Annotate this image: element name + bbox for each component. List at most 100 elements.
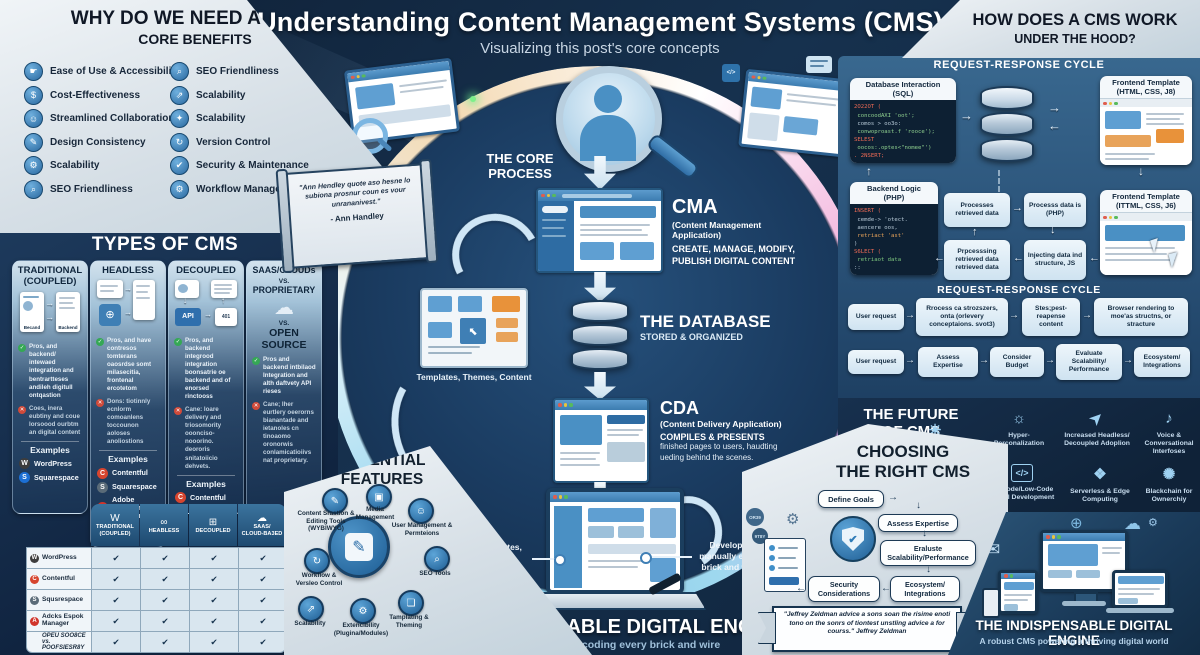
code-line: retriaot data (854, 257, 902, 264)
code-line: oocos:.optes<"nomee"') (854, 144, 932, 151)
row-label: OPEU SOO8CE vs. POOFSIESR8Y (42, 632, 86, 652)
database-label: THE DATABASE STORED & ORGANIZED (640, 312, 820, 342)
row-logo: W (30, 553, 39, 563)
extensibility-label: Extencibility (Plugina/Modules) (333, 622, 389, 637)
gear-icon: ⚙ (786, 511, 800, 528)
flow-box-injecting: Injecting data ind structure, JS (1024, 240, 1086, 280)
decor-laptop-right (738, 68, 850, 158)
user-magnifier-icon (556, 66, 662, 172)
flow-box-processes: Processes retrieved data (944, 193, 1010, 227)
decor-circle: OR39 (746, 508, 764, 526)
benefit-item: ⌕ SEO Friendliness (170, 60, 309, 83)
cycle2-r2-ecosystem: Ecosystem/ Integrations (1134, 347, 1190, 377)
row-logo (30, 638, 39, 647)
row-label: Adcks Espok Manager (42, 613, 84, 627)
example-logo: C (97, 467, 108, 479)
benefit-item: ↻ Version Control (170, 131, 309, 154)
engine-right-subtitle: A robust CMS powering a thriving digital… (979, 636, 1169, 646)
step-security: Security Considerations (808, 576, 880, 602)
step-assess-expertise: Assess Expertise (878, 514, 958, 532)
network-icon: ❖ (1093, 466, 1107, 483)
benefit-label: Workflow Management (196, 183, 305, 195)
benefit-icon: $ (24, 85, 43, 105)
laptop-left-connector (532, 558, 558, 560)
table-header-saas: ☁ SAAS/CLOUD-BA3ED (238, 504, 286, 546)
user-management-label: User Management & Permteions (391, 522, 453, 537)
benefit-icon: ✎ (24, 132, 43, 152)
benefit-icon: ⌕ (24, 179, 43, 199)
document-icon (764, 538, 806, 592)
benefit-label: Design Consistency (50, 136, 146, 148)
benefit-item: ⚙ Workflow Management (170, 178, 309, 201)
link-icon: ∞ (160, 516, 168, 528)
laptop-right-label: Developer manually every brick and wire (699, 540, 761, 573)
benefit-icon: ✦ (170, 109, 189, 128)
example-row: S Squarespace (13, 471, 87, 485)
rocket-icon: ➤ (1086, 408, 1108, 430)
benefit-label: Cost-Effectiveness (50, 89, 141, 101)
cma-title: CMA (672, 196, 718, 218)
benefit-item: ☛ Ease of Use & Accessibility (24, 60, 180, 83)
example-row: S Squarespace (91, 480, 165, 494)
cloud-icon: ☁ (274, 297, 294, 320)
check-cell: ✔ (92, 632, 140, 652)
benefit-label: Version Control (196, 136, 271, 148)
check-cell: ✔ (190, 569, 238, 589)
pencil-icon: ✎ (352, 539, 366, 556)
benefit-item: ⚙ Scalability (24, 154, 180, 177)
bulb-icon: ☼ (1012, 410, 1026, 427)
page-title: Understanding Content Management Systems… (257, 7, 943, 37)
check-cell: ✔ (141, 611, 189, 631)
cycle2-r2-budget: Consider Budget (990, 347, 1044, 377)
cda-bold: COMPILES & PRESENTS (660, 432, 765, 443)
example-row: W WordPress (13, 457, 87, 471)
benefits-right-list: ⌕ SEO Friendliness ⇗ Scalability ✦ Scala… (170, 60, 309, 201)
gear-icon: ⚙ (1148, 517, 1158, 529)
benefit-item: ⌕ SEO Friendliness (24, 178, 180, 201)
database-cylinder-icon (571, 300, 629, 374)
cma-browser-graphic (536, 188, 663, 273)
features-hub: ✎ (328, 516, 390, 578)
check-cell: ✔ (239, 590, 285, 610)
example-logo: S (19, 472, 30, 484)
scalability-label: Scalability (294, 620, 326, 627)
cloud-icon: ☁ (1124, 514, 1141, 533)
engine-right-title: THE INDISPENSABLE DIGITAL ENGINE (975, 618, 1173, 648)
voice-icon: ♪ (1165, 410, 1173, 427)
seo-tools-icon: ⌕ (424, 546, 450, 572)
benefit-label: Scalability (196, 113, 246, 124)
code-icon: </> (1011, 464, 1033, 482)
code-line: 2O22OT ( (854, 104, 881, 111)
frontend-template-1-card: Frontend Template(HTML, CSS, J8) (1100, 76, 1192, 166)
benefit-label: Streamlined Collaboration (50, 113, 175, 124)
row-label: Squsrespace (42, 595, 84, 603)
check-cell: ✔ (92, 611, 140, 631)
cms-comparison-table: W TRADITIONAL(COUPLED) ∞ HEABLESS ⊞ DECO… (26, 504, 286, 653)
user-management-icon: ☺ (408, 498, 434, 524)
cycle2-r2-evaluate: Evaluate Scalability/ Performance (1056, 344, 1122, 380)
laptop-left-dot (554, 554, 566, 566)
benefit-icon: ⌕ (170, 62, 189, 81)
benefit-icon: ⚙ (170, 179, 189, 199)
check-cell: ✔ (92, 548, 140, 568)
check-cell: ✔ (141, 569, 189, 589)
database-title: THE DATABASE (640, 312, 771, 331)
blockchain-icon: ✺ (1162, 466, 1176, 483)
future-item: ❖Serverless & Edge Computing (1070, 466, 1130, 504)
check-cell: ✔ (92, 590, 140, 610)
example-logo: W (19, 458, 30, 470)
future-item: ♪Voice & Conversational Interfoses (1144, 410, 1194, 456)
globe-icon: ⊕ (1070, 515, 1083, 532)
green-glow-dot (470, 96, 476, 102)
benefit-label: Security & Maintenance (196, 160, 309, 171)
cda-title: CDA (660, 398, 699, 418)
future-item: ➤Increased Headless/ Decoupled Adoplion (1060, 408, 1134, 448)
workflow-label: Workflow & Versleo Control (295, 572, 343, 587)
row-logo: S (30, 595, 39, 605)
check-cell: ✔ (239, 632, 285, 652)
benefit-label: Ease of Use & Accessibility (50, 66, 181, 77)
code-line: comos > oo3o: (854, 120, 902, 127)
benefit-icon: ↻ (170, 132, 189, 152)
